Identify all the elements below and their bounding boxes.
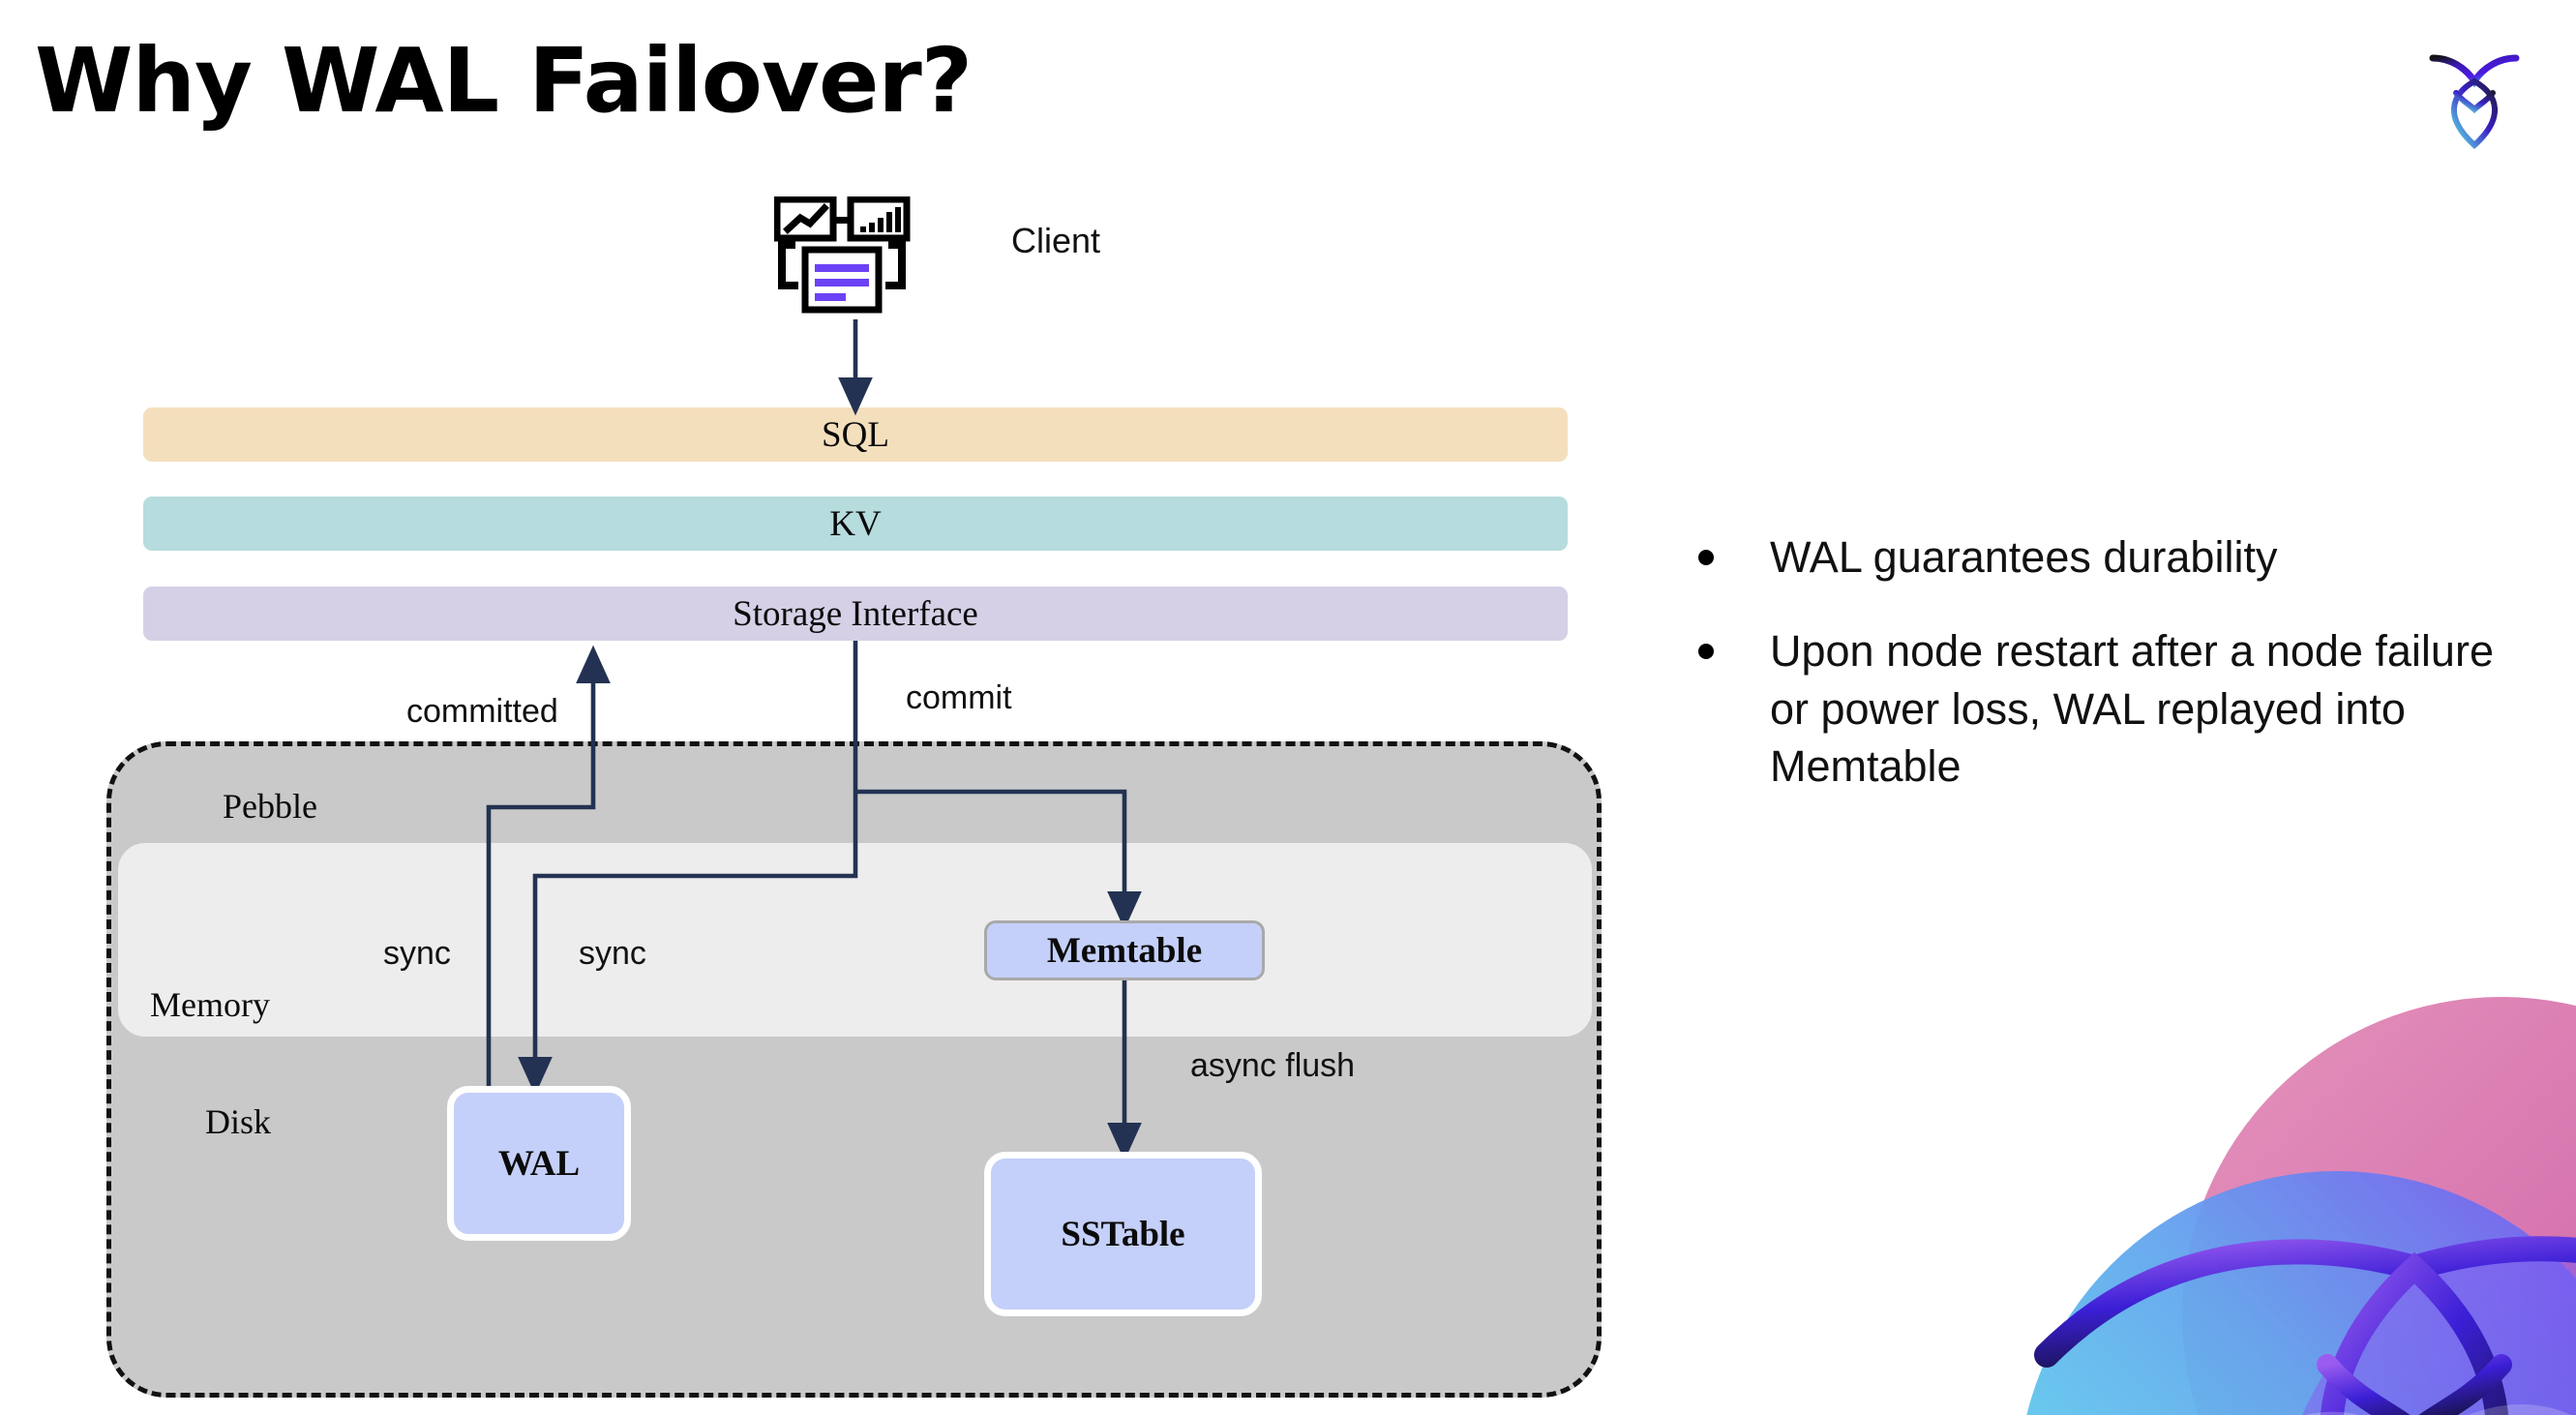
disk-label: Disk (205, 1102, 272, 1141)
edge-label-sync-right: sync (579, 935, 646, 972)
node-sstable: SSTable (984, 1152, 1262, 1316)
node-memtable-label: Memtable (1046, 930, 1203, 971)
cockroach-labs-watermark-icon (2026, 997, 2576, 1415)
bullet-list: WAL guarantees durability Upon node rest… (1698, 528, 2501, 832)
edge-label-async-flush: async flush (1190, 1047, 1356, 1084)
node-sstable-label: SSTable (1061, 1214, 1185, 1254)
client-label: Client (1011, 221, 1101, 260)
client-dashboard-icon (774, 196, 911, 314)
page-title: Why WAL Failover? (35, 29, 973, 133)
memory-region (118, 843, 1592, 1037)
cockroach-labs-logo-icon (2429, 54, 2520, 150)
node-wal-label: WAL (497, 1143, 581, 1184)
bullet-dot-icon (1698, 644, 1714, 660)
node-memtable: Memtable (984, 920, 1265, 980)
bullet-text: Upon node restart after a node failure o… (1770, 626, 2494, 792)
layer-bar-storage-interface: Storage Interface (143, 587, 1568, 641)
memory-label: Memory (150, 985, 270, 1024)
edge-label-sync-left: sync (383, 935, 451, 972)
layer-bar-storage-interface-label: Storage Interface (733, 593, 978, 634)
node-wal: WAL (447, 1086, 631, 1241)
layer-bar-sql-label: SQL (822, 414, 889, 455)
list-item: WAL guarantees durability (1698, 528, 2501, 586)
layer-bar-kv: KV (143, 497, 1568, 551)
edge-label-committed: committed (406, 693, 558, 730)
pebble-container (106, 741, 1602, 1398)
bullet-text: WAL guarantees durability (1770, 532, 2278, 582)
bullet-dot-icon (1698, 550, 1714, 565)
layer-bar-kv-label: KV (829, 503, 882, 544)
list-item: Upon node restart after a node failure o… (1698, 622, 2501, 795)
pebble-label: Pebble (223, 787, 317, 826)
edge-label-commit: commit (906, 679, 1012, 716)
layer-bar-sql: SQL (143, 407, 1568, 462)
